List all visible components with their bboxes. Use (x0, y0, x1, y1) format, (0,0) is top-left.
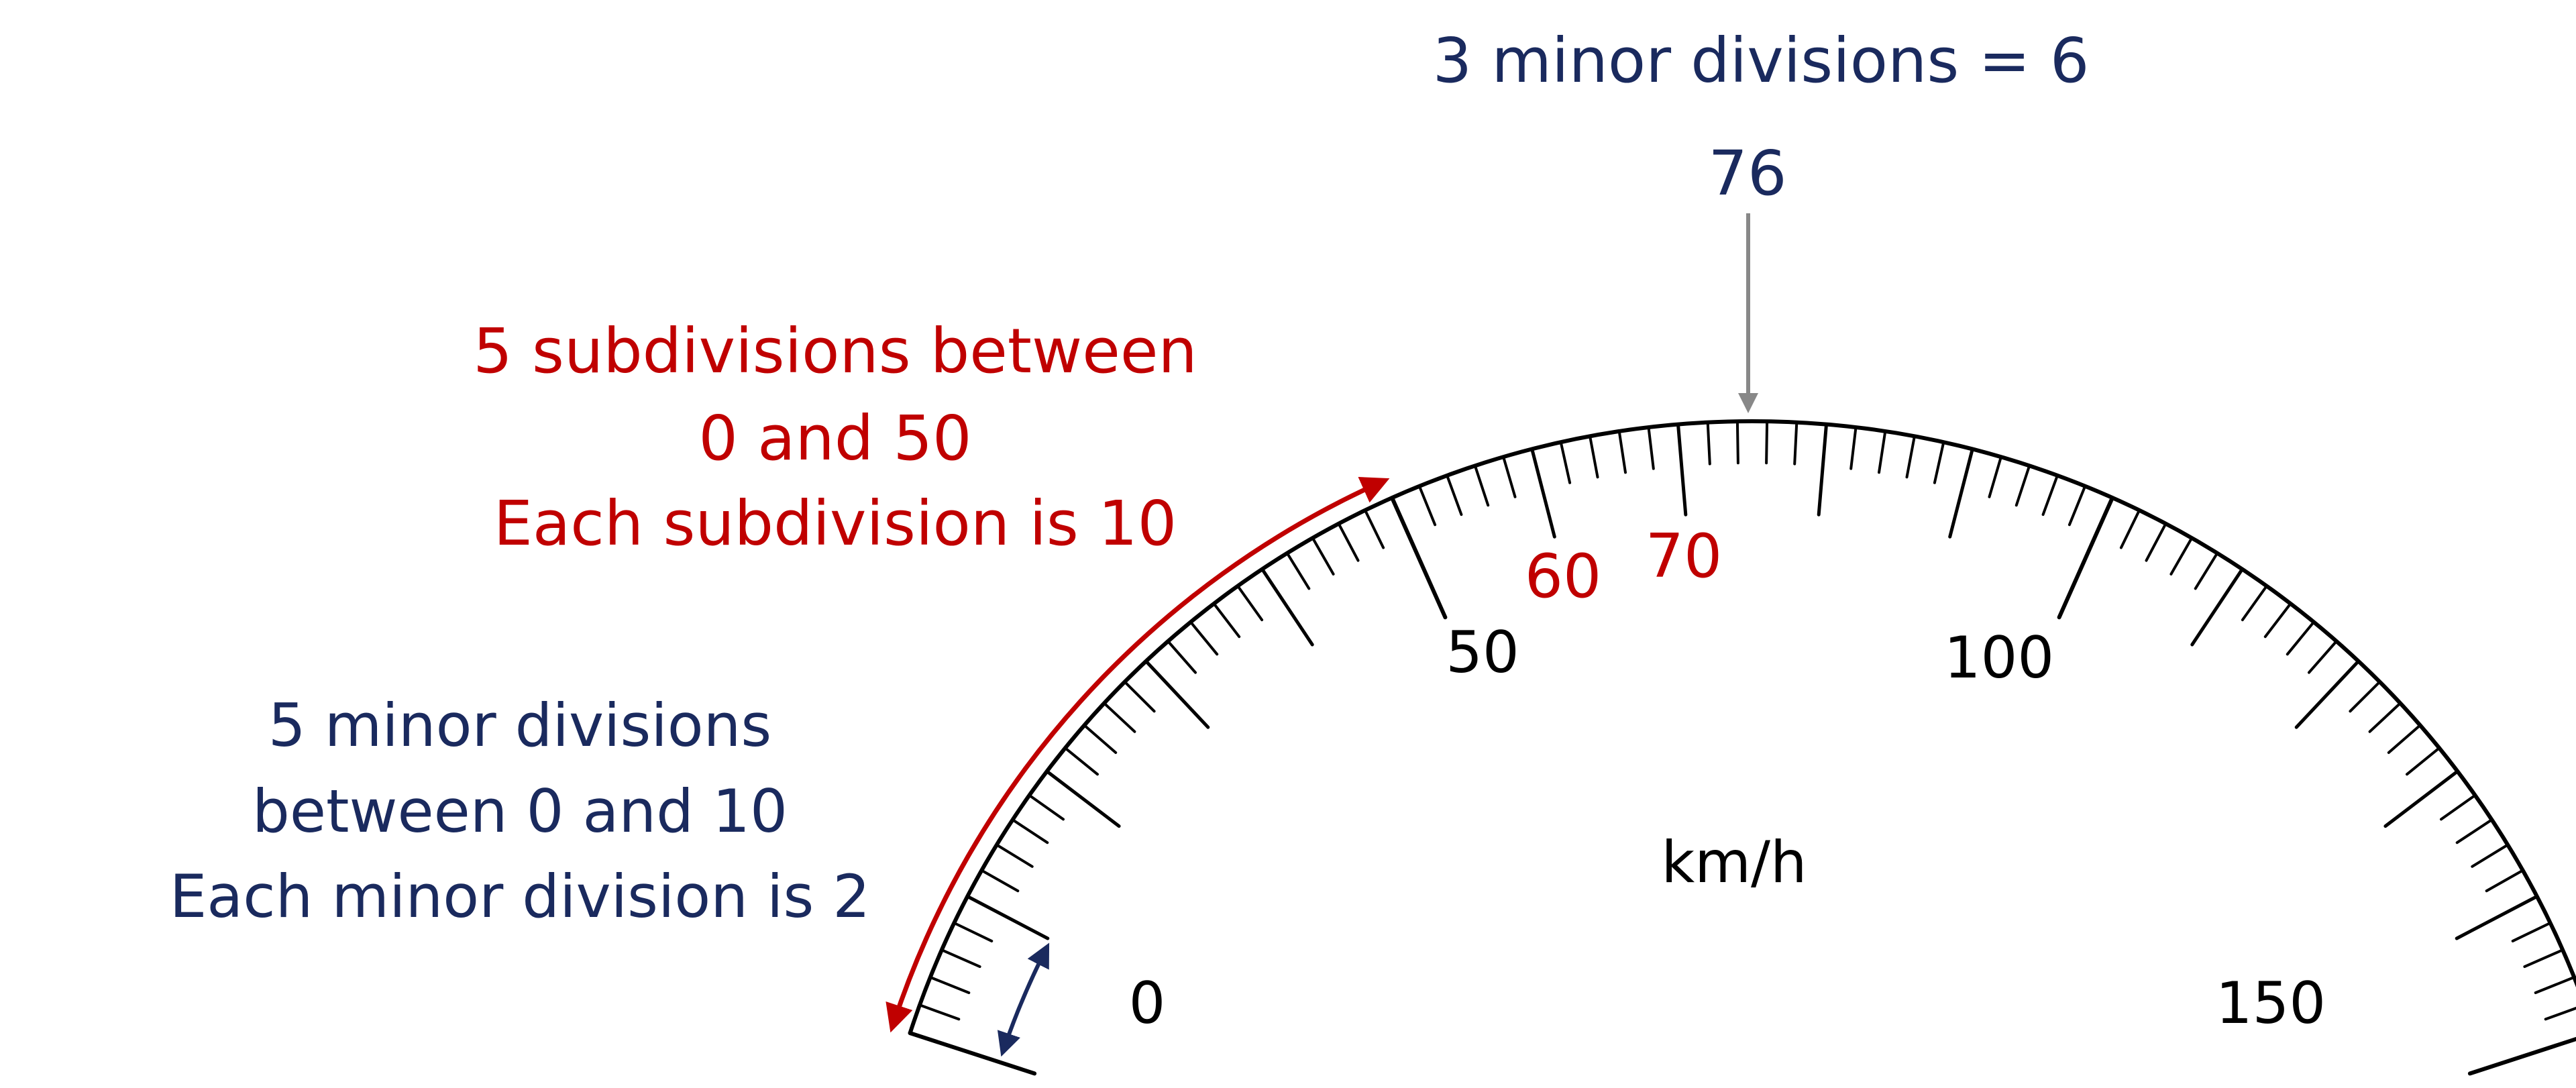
minor-tick-38 (1236, 584, 1264, 622)
minor-tick-18 (1028, 794, 1065, 821)
minor-tick-88 (1933, 441, 1945, 484)
major-tick-50 (1390, 496, 1448, 620)
minor-tick-26 (1103, 702, 1136, 733)
minor-tick-14 (995, 843, 1034, 868)
minor-tick-124 (2368, 702, 2402, 733)
sub-tick-60 (1530, 447, 1556, 539)
major-tick-150 (2467, 1036, 2576, 1076)
sub-tick-70 (1676, 423, 1688, 516)
minor-tick-68 (1647, 426, 1655, 470)
minor-tick-144 (2523, 948, 2565, 969)
sub-tick-90 (1948, 447, 1974, 539)
minor-tick-82 (1849, 426, 1858, 470)
minor-tick-16 (1011, 818, 1049, 845)
minor-tick-76 (1765, 420, 1769, 465)
minor-tick-32 (1167, 640, 1197, 674)
minor-tick-118 (2308, 640, 2338, 674)
minor-tick-84 (1878, 430, 1887, 474)
minor-tick-126 (2387, 724, 2422, 754)
minor-tick-78 (1793, 421, 1799, 466)
minor-tick-114 (2263, 602, 2292, 639)
minor-tick-112 (2241, 584, 2268, 622)
minor-tick-44 (1311, 537, 1335, 576)
unit-label: km/h (1661, 829, 1807, 896)
minor-tick-96 (2041, 474, 2059, 516)
major-tick-0 (908, 1031, 1037, 1076)
red-note-line2: 0 and 50 (698, 402, 971, 474)
top-annotation: 3 minor divisions = 6 (1433, 25, 2090, 97)
minor-tick-136 (2471, 843, 2510, 868)
sub-tick-140 (2455, 894, 2539, 940)
scale-label-50: 50 (1446, 619, 1519, 686)
minor-span-arrow (997, 942, 1050, 1057)
minor-tick-148 (2544, 1006, 2576, 1021)
tick-label-70: 70 (1646, 521, 1723, 592)
blue-note-line3: Each minor division is 2 (170, 862, 871, 931)
subdivision-span-arrow (885, 476, 1390, 1033)
blue-note-line1: 5 minor divisions (268, 691, 772, 760)
minor-tick-104 (2145, 522, 2167, 562)
minor-tick-64 (1589, 435, 1599, 479)
minor-tick-46 (1337, 522, 1360, 562)
minor-tick-102 (2119, 508, 2141, 549)
minor-tick-52 (1417, 484, 1437, 527)
minor-tick-34 (1189, 620, 1219, 656)
minor-tick-86 (1905, 435, 1916, 479)
scale-label-100: 100 (1944, 624, 2054, 692)
minor-tick-122 (2349, 680, 2381, 713)
scale-label-0: 0 (1129, 970, 1166, 1037)
minor-tick-66 (1617, 430, 1627, 474)
minor-tick-94 (2015, 464, 2031, 507)
minor-tick-98 (2068, 484, 2087, 527)
minor-tick-128 (2406, 747, 2441, 776)
sub-tick-120 (2294, 659, 2361, 729)
minor-tick-58 (1502, 455, 1517, 498)
sub-tick-10 (965, 894, 1050, 940)
minor-tick-74 (1735, 420, 1739, 465)
minor-tick-72 (1706, 421, 1711, 466)
minor-tick-48 (1364, 508, 1385, 549)
minor-tick-12 (980, 869, 1020, 893)
sub-tick-130 (2383, 769, 2459, 828)
minor-tick-106 (2169, 537, 2194, 576)
red-note-line1: 5 subdivisions between (473, 315, 1197, 387)
minor-tick-6 (940, 948, 981, 969)
tick-label-60: 60 (1525, 541, 1602, 612)
sub-tick-80 (1817, 423, 1828, 516)
minor-tick-22 (1063, 747, 1099, 776)
minor-tick-4 (928, 975, 971, 994)
minor-tick-24 (1083, 724, 1118, 754)
minor-tick-8 (953, 922, 994, 942)
minor-tick-138 (2485, 869, 2524, 893)
minor-tick-132 (2440, 794, 2477, 821)
minor-tick-146 (2534, 975, 2576, 994)
minor-tick-134 (2455, 818, 2493, 845)
minor-tick-2 (918, 1003, 961, 1021)
minor-tick-36 (1212, 602, 1241, 639)
minor-tick-56 (1473, 464, 1490, 507)
red-note-line3: Each subdivision is 10 (494, 488, 1177, 559)
minor-tick-62 (1559, 441, 1572, 484)
minor-tick-142 (2511, 922, 2552, 942)
minor-tick-116 (2286, 620, 2316, 656)
major-tick-100 (2057, 496, 2114, 620)
sub-tick-110 (2190, 567, 2244, 647)
minor-tick-28 (1123, 680, 1156, 713)
pointer-value-label: 76 (1708, 138, 1786, 209)
scale-label-150: 150 (2216, 970, 2326, 1037)
minor-tick-108 (2194, 551, 2219, 590)
minor-tick-92 (1988, 455, 2002, 498)
sub-tick-20 (1045, 769, 1121, 828)
minor-tick-54 (1446, 474, 1463, 516)
sub-tick-30 (1144, 659, 1210, 729)
minor-tick-42 (1285, 551, 1311, 590)
blue-note-line2: between 0 and 10 (252, 777, 788, 846)
